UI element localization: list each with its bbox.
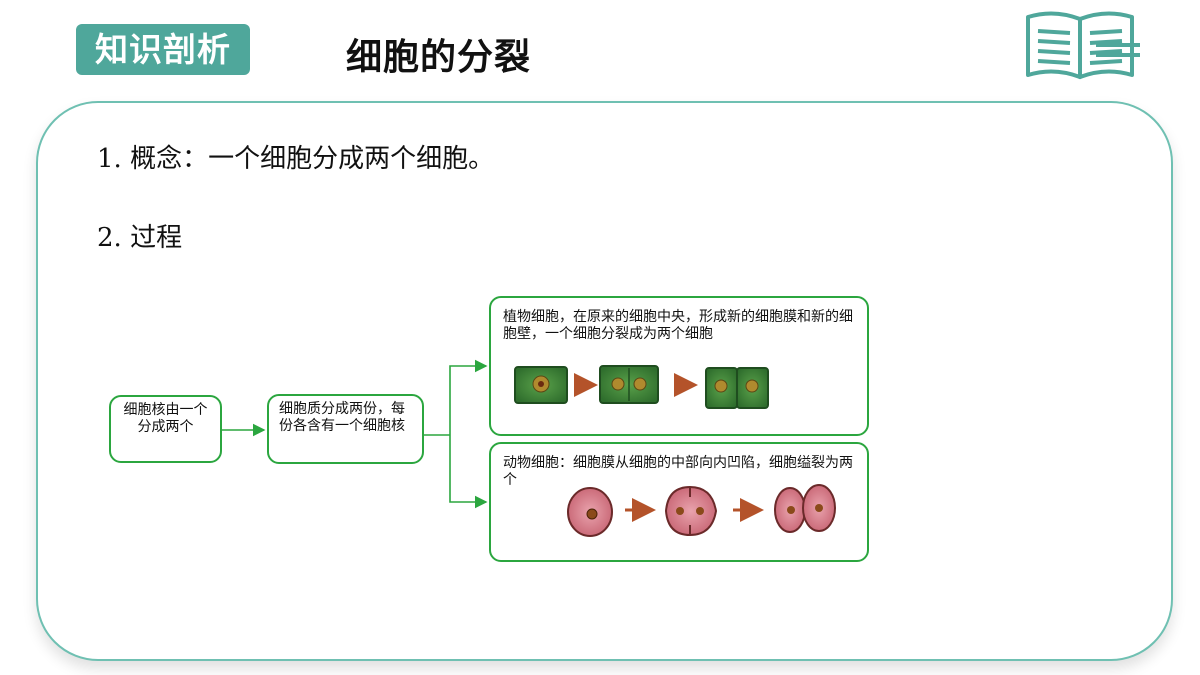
plant-cell-stage-1 xyxy=(514,366,568,404)
animal-cell-text: 动物细胞：细胞膜从细胞的中部向内凹陷，细胞缢裂为两个 xyxy=(503,455,853,488)
plant-cell-text: 植物细胞，在原来的细胞中央，形成新的细胞膜和新的细胞壁，一个细胞分裂成为两个细胞 xyxy=(503,309,853,342)
animal-cell-stage-1 xyxy=(567,487,613,537)
page-title: 细胞的分裂 xyxy=(346,36,532,78)
plant-cell-stage-2 xyxy=(599,365,659,404)
section-badge: 知识剖析 xyxy=(76,24,250,75)
step-cytoplasm-box: 细胞质分成两份，每份各含有一个细胞核 xyxy=(267,394,424,464)
concept-text: 1. 概念：一个细胞分成两个细胞。 xyxy=(97,144,495,174)
plant-cell-stage-3 xyxy=(705,367,769,409)
animal-cell-stage-2 xyxy=(664,485,718,537)
step-nucleus-box: 细胞核由一个分成两个 xyxy=(109,395,222,463)
step-nucleus-text: 细胞核由一个分成两个 xyxy=(123,402,208,435)
step-cytoplasm-text: 细胞质分成两份，每份各含有一个细胞核 xyxy=(279,401,405,434)
process-heading: 2. 过程 xyxy=(97,223,183,253)
open-book-icon xyxy=(1026,11,1140,79)
animal-cell-stage-3 xyxy=(774,484,836,533)
